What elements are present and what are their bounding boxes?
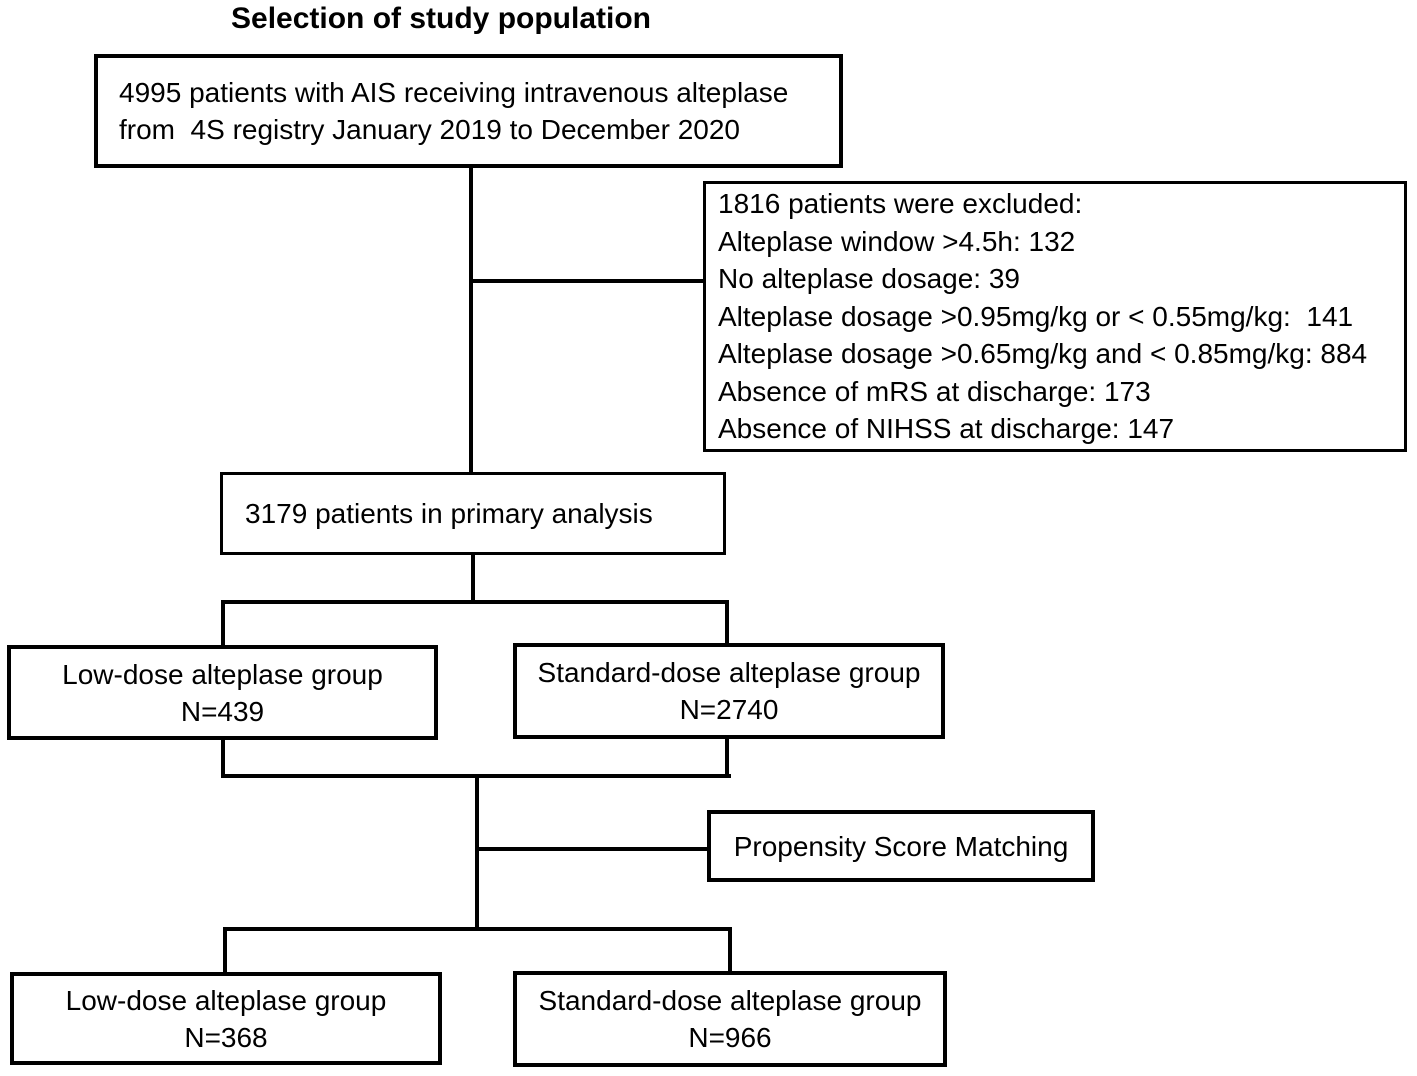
box-excluded-patients: 1816 patients were excluded: Alteplase w… <box>703 181 1407 452</box>
box-low-dose-group-unmatched: Low-dose alteplase group N=439 <box>7 645 438 740</box>
initial-population-line1: 4995 patients with AIS receiving intrave… <box>119 77 789 108</box>
box-initial-population: 4995 patients with AIS receiving intrave… <box>94 54 843 168</box>
box-propensity-score-matching: Propensity Score Matching <box>707 810 1095 882</box>
connector-primary-split <box>221 553 729 647</box>
group-name: Low-dose alteplase group <box>65 984 387 1016</box>
group-name: Standard-dose alteplase group <box>537 657 921 688</box>
excluded-reason: Alteplase window >4.5h: 132 <box>718 225 1076 257</box>
psm-text: Propensity Score Matching <box>733 830 1069 862</box>
excluded-header: 1816 patients were excluded: <box>718 188 1083 220</box>
group-n: N=368 <box>184 1021 268 1053</box>
connector-groups-merge <box>221 737 731 931</box>
excluded-reason: Absence of mRS at discharge: 173 <box>718 375 1151 407</box>
group-n: N=439 <box>180 695 265 727</box>
group-n: N=966 <box>688 1022 772 1053</box>
excluded-reason: Alteplase dosage >0.95mg/kg or < 0.55mg/… <box>718 300 1354 332</box>
group-n: N=2740 <box>679 694 779 725</box>
group-name: Standard-dose alteplase group <box>538 985 922 1016</box>
box-low-dose-group-matched: Low-dose alteplase group N=368 <box>10 972 442 1065</box>
box-standard-dose-group-unmatched: Standard-dose alteplase group N=2740 <box>513 643 945 739</box>
excluded-reason: Alteplase dosage >0.65mg/kg and < 0.85mg… <box>718 338 1368 370</box>
box-primary-analysis: 3179 patients in primary analysis <box>220 472 726 555</box>
primary-analysis-text: 3179 patients in primary analysis <box>245 498 653 529</box>
excluded-reason: Absence of NIHSS at discharge: 147 <box>718 413 1175 445</box>
connector-matched-split <box>223 927 732 974</box>
group-name: Low-dose alteplase group <box>62 658 383 690</box>
box-standard-dose-group-matched: Standard-dose alteplase group N=966 <box>513 971 947 1067</box>
excluded-reason: No alteplase dosage: 39 <box>718 263 1020 295</box>
page-title: Selection of study population <box>231 2 651 35</box>
initial-population-line2: from 4S registry January 2019 to Decembe… <box>119 114 740 145</box>
